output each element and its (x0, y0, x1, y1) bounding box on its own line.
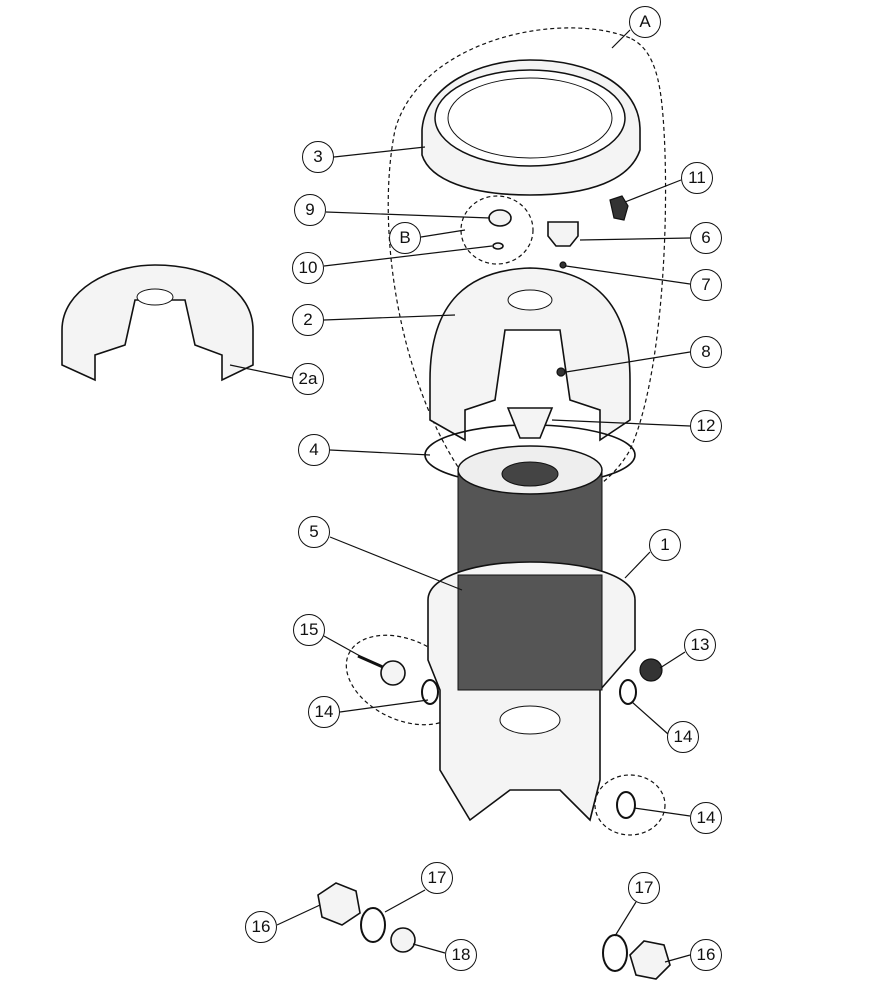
part-6 (547, 221, 579, 247)
callout-10: 10 (292, 252, 324, 284)
o-ring-14b (619, 679, 637, 705)
callout-14-bottom: 14 (690, 802, 722, 834)
callout-18: 18 (445, 939, 477, 971)
part-11 (609, 195, 629, 221)
part-7 (559, 261, 567, 269)
callout-17-right: 17 (628, 872, 660, 904)
callout-7: 7 (690, 269, 722, 301)
callout-8: 8 (690, 336, 722, 368)
callout-9: 9 (294, 194, 326, 226)
leader-lines (229, 29, 691, 963)
o-ring-17b (602, 934, 628, 972)
callout-15: 15 (293, 614, 325, 646)
group-b-outline (460, 195, 534, 265)
callout-2: 2 (292, 304, 324, 336)
part-15 (380, 660, 406, 686)
filter-dome-part (429, 267, 631, 442)
o-ring-14a (421, 679, 439, 705)
callout-11: 11 (681, 162, 713, 194)
fitting-16a (317, 882, 361, 926)
callout-16-left: 16 (245, 911, 277, 943)
part-13 (639, 658, 663, 682)
o-ring-14c (616, 791, 636, 819)
callout-2a: 2a (292, 363, 324, 395)
callout-14-left: 14 (308, 696, 340, 728)
callout-6: 6 (690, 222, 722, 254)
part-10 (492, 242, 504, 250)
lock-ring-part (421, 59, 641, 196)
group-14-outline (594, 774, 666, 836)
callout-17-left: 17 (421, 862, 453, 894)
callout-A: A (629, 6, 661, 38)
fitting-16b (629, 940, 671, 980)
callout-12: 12 (690, 410, 722, 442)
callout-B: B (389, 222, 421, 254)
callout-3: 3 (302, 141, 334, 173)
callout-5: 5 (298, 516, 330, 548)
part-9 (488, 209, 512, 227)
callout-16-right: 16 (690, 939, 722, 971)
o-ring-17a (360, 907, 386, 943)
plug-18 (390, 927, 416, 953)
callout-1: 1 (649, 529, 681, 561)
part-12 (506, 407, 554, 439)
callout-13: 13 (684, 629, 716, 661)
callout-14-right: 14 (667, 721, 699, 753)
dome-2a-part (61, 264, 254, 382)
callout-4: 4 (298, 434, 330, 466)
